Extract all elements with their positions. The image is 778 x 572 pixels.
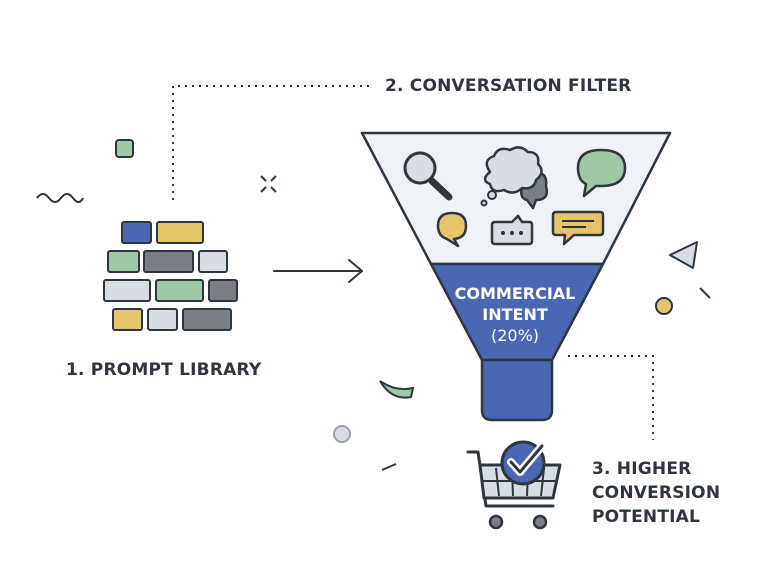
decor-sparkle xyxy=(260,175,277,193)
brick xyxy=(182,308,232,331)
brick xyxy=(155,279,204,302)
label-higher-conversion: 3. HIGHER CONVERSION POTENTIAL xyxy=(592,457,720,529)
brick xyxy=(107,250,140,273)
decor-dot-gray xyxy=(333,425,351,443)
funnel-spout xyxy=(480,358,554,422)
magnifier-icon xyxy=(403,151,453,201)
dotted-connector-conversion xyxy=(568,355,654,440)
speech-bubble-icon xyxy=(436,211,468,248)
brick xyxy=(156,221,204,244)
flow-arrow xyxy=(273,259,363,283)
prompt-library-bricks xyxy=(103,221,238,331)
brick xyxy=(143,250,194,273)
decor-dash-left xyxy=(381,463,397,471)
thought-bubble-icon xyxy=(480,146,549,210)
label-conversation-filter: 2. CONVERSATION FILTER xyxy=(385,76,632,96)
label-line: POTENTIAL xyxy=(592,507,701,527)
brick xyxy=(147,308,178,331)
funnel-label-intent: INTENT xyxy=(482,305,548,324)
brick xyxy=(198,250,228,273)
dotted-connector-filter xyxy=(172,85,370,200)
funnel-label-percent: (20%) xyxy=(490,326,540,345)
decor-square xyxy=(115,139,134,158)
brick xyxy=(121,221,152,244)
decor-triangle xyxy=(669,241,698,269)
label-line: CONVERSION xyxy=(592,483,721,503)
decor-dash-right xyxy=(699,287,711,299)
chat-dots-icon xyxy=(490,214,534,246)
decor-leaf xyxy=(379,380,415,399)
brick xyxy=(103,279,151,302)
message-icon xyxy=(551,210,605,246)
decor-dot-yellow xyxy=(655,297,673,315)
speech-bubble-icon xyxy=(576,148,627,198)
label-prompt-library: 1. PROMPT LIBRARY xyxy=(66,360,262,380)
label-line: 3. HIGHER xyxy=(592,459,692,479)
decor-wave xyxy=(36,193,84,203)
checkmark-icon xyxy=(500,440,546,486)
funnel-label-commercial: COMMERCIAL xyxy=(454,284,576,303)
brick xyxy=(112,308,143,331)
brick xyxy=(208,279,238,302)
